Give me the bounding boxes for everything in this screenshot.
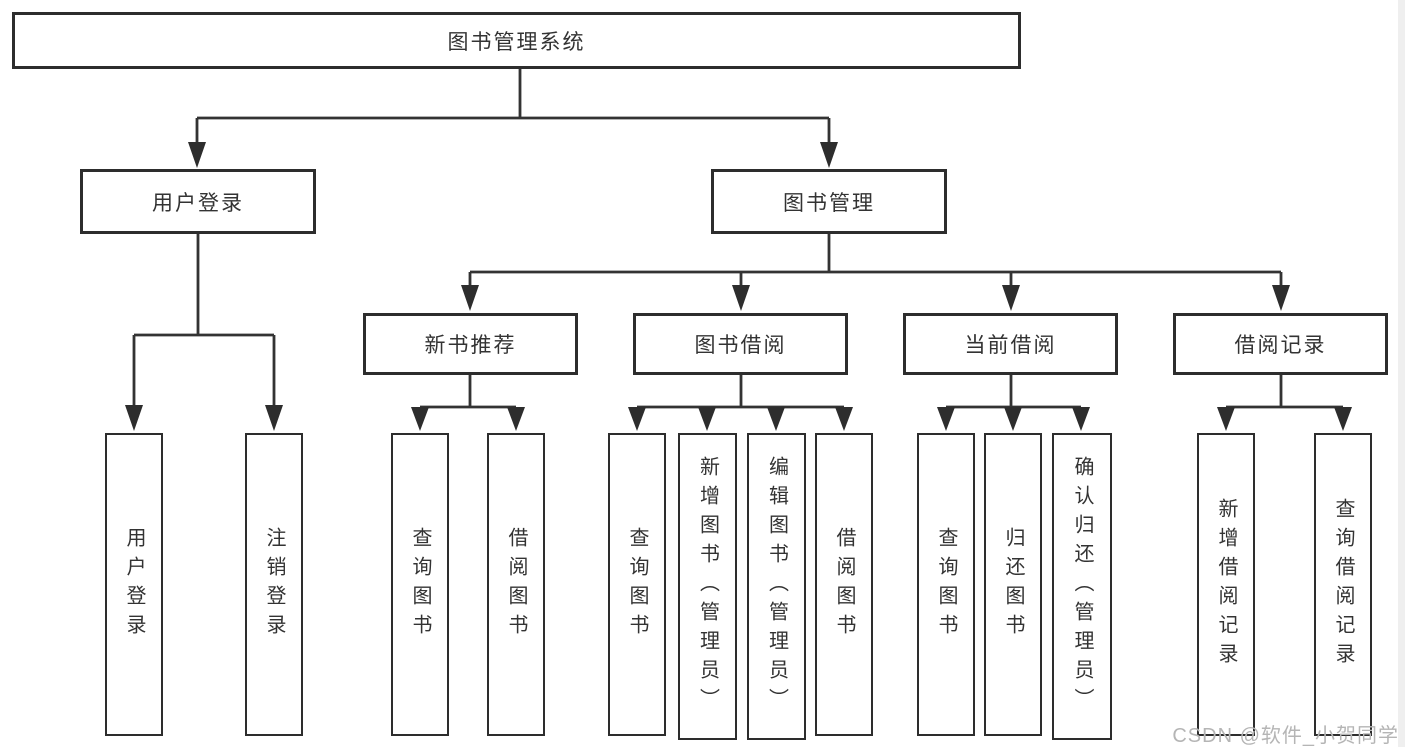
node-user-login-action: 用户登录 <box>105 433 163 736</box>
node-book-management: 图书管理 <box>711 169 947 234</box>
node-borrow-records: 借阅记录 <box>1173 313 1388 375</box>
connector-book-management <box>461 234 1290 311</box>
node-label: 借阅记录 <box>1234 334 1327 357</box>
node-label: 新书推荐 <box>424 334 517 357</box>
node-label: 图书管理系统 <box>447 30 586 54</box>
node-label: 归还图书 <box>1002 526 1024 643</box>
node-current-borrow: 当前借阅 <box>903 313 1118 375</box>
node-label: 借阅图书 <box>505 526 527 643</box>
connector-new-book-recommend <box>411 375 525 431</box>
node-query-books: 查询图书 <box>917 433 975 736</box>
right-edge-strip <box>1398 0 1405 747</box>
node-label: 新增图书（管理员） <box>696 456 719 717</box>
node-label: 注销登录 <box>263 526 285 643</box>
node-label: 新增借阅记录 <box>1215 497 1237 672</box>
node-label: 查询借阅记录 <box>1332 497 1354 672</box>
node-borrow-books: 借阅图书 <box>815 433 873 736</box>
node-confirm-return-admin: 确认归还（管理员） <box>1052 433 1112 740</box>
node-query-books: 查询图书 <box>608 433 666 736</box>
connector-user-login <box>125 234 283 431</box>
node-book-management-system: 图书管理系统 <box>12 12 1021 69</box>
node-add-books-admin: 新增图书（管理员） <box>678 433 737 740</box>
node-book-borrow: 图书借阅 <box>633 313 848 375</box>
node-label: 图书管理 <box>783 191 875 215</box>
node-label: 图书借阅 <box>694 334 787 357</box>
node-label: 确认归还（管理员） <box>1071 456 1093 717</box>
connector-current-borrow <box>937 375 1090 431</box>
watermark: CSDN @软件_小贺同学 <box>1172 725 1399 747</box>
node-add-borrow-record: 新增借阅记录 <box>1197 433 1255 736</box>
node-return-books: 归还图书 <box>984 433 1042 736</box>
node-query-borrow-record: 查询借阅记录 <box>1314 433 1372 736</box>
node-label: 借阅图书 <box>833 526 855 643</box>
node-user-login: 用户登录 <box>80 169 316 234</box>
connector-book-borrow <box>628 375 853 431</box>
node-edit-books-admin: 编辑图书（管理员） <box>747 433 806 740</box>
node-borrow-books: 借阅图书 <box>487 433 545 736</box>
node-label: 编辑图书（管理员） <box>765 456 788 717</box>
node-label: 查询图书 <box>626 526 648 643</box>
node-label: 用户登录 <box>123 526 145 643</box>
node-label: 用户登录 <box>152 191 244 215</box>
node-new-book-recommend: 新书推荐 <box>363 313 578 375</box>
node-query-books: 查询图书 <box>391 433 449 736</box>
node-label: 当前借阅 <box>964 334 1057 357</box>
node-label: 查询图书 <box>409 526 431 643</box>
node-logout-action: 注销登录 <box>245 433 303 736</box>
connector-borrow-records <box>1217 375 1352 431</box>
node-label: 查询图书 <box>935 526 957 643</box>
connector-root <box>188 69 838 168</box>
